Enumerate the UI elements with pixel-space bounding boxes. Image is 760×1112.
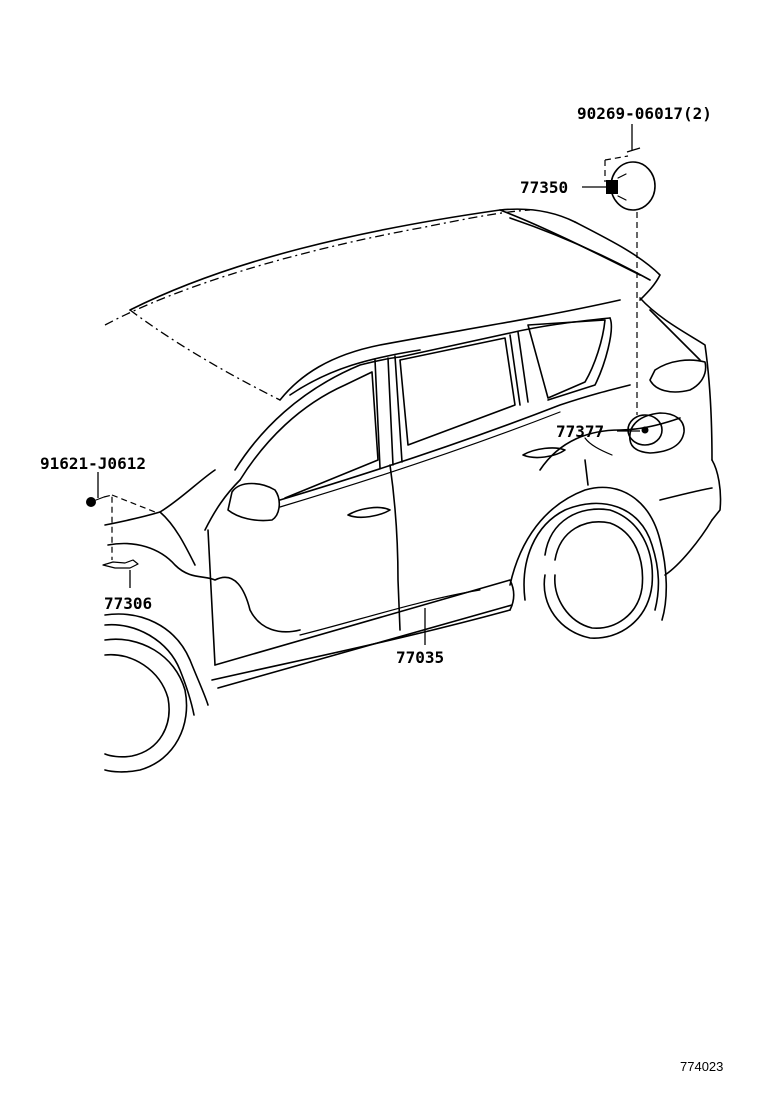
part-label-77350: 77350: [520, 178, 568, 197]
lid-hinge-icon: [606, 180, 618, 194]
vehicle-body-outline: [104, 208, 722, 773]
fuel-filler-lid-drawing: [604, 147, 656, 211]
part-label-77035: 77035: [396, 648, 444, 667]
leader-lines: [97, 124, 640, 645]
fender-clip-drawing: [86, 494, 156, 588]
part-label-77377: 77377: [556, 422, 604, 441]
part-label-77306: 77306: [104, 594, 152, 613]
part-label-91621-j0612: 91621-J0612: [40, 454, 146, 473]
fuel-filler-opening-drawing: [627, 212, 663, 446]
part-label-90269-06017: 90269-06017(2): [577, 104, 712, 123]
diagram-reference-number: 774023: [680, 1059, 723, 1074]
